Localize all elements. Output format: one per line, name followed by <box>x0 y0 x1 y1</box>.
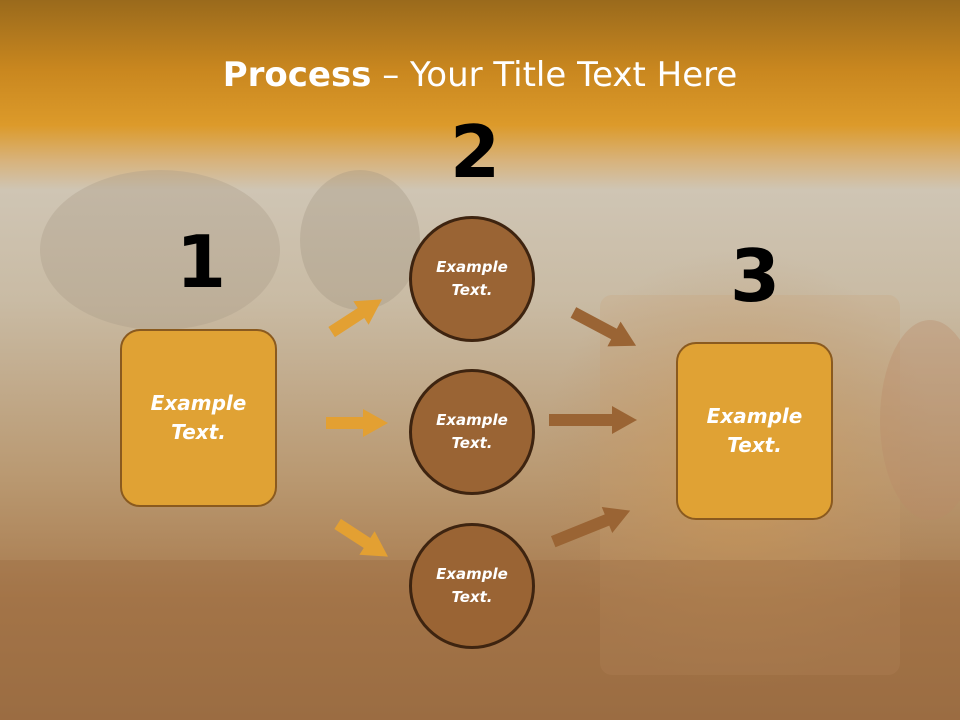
arrow-left-to-bottom <box>334 518 388 557</box>
title-rest: – Your Title Text Here <box>371 55 738 95</box>
arrow-bottom-to-right <box>550 507 631 548</box>
step-1-line2: Text. <box>171 420 226 444</box>
step-number-2: 2 <box>450 110 501 194</box>
circle-top-line2: Text. <box>451 281 493 299</box>
step-number-3: 3 <box>730 234 781 318</box>
step-3-line1: Example <box>706 404 803 428</box>
title-bold: Process <box>222 55 372 95</box>
arrow-top-to-right <box>570 307 637 347</box>
arrow-middle-to-right <box>549 406 637 434</box>
step-number-1: 1 <box>176 220 227 304</box>
slide-title: Process – Your Title Text Here <box>0 52 960 98</box>
circle-middle-line2: Text. <box>451 434 493 452</box>
step-1-line1: Example <box>150 391 247 415</box>
circle-bottom-line2: Text. <box>451 588 493 606</box>
circle-middle-line1: Example <box>436 411 508 429</box>
arrow-left-to-middle <box>326 409 388 437</box>
circle-bottom-line1: Example <box>436 565 508 583</box>
circle-top-line1: Example <box>436 258 508 276</box>
arrow-left-to-top <box>328 299 382 338</box>
step-3-line2: Text. <box>727 433 782 457</box>
